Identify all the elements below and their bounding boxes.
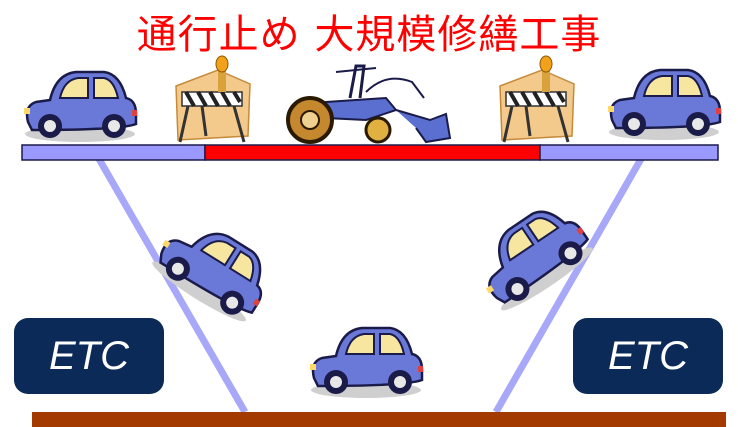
ground-road bbox=[32, 412, 726, 427]
car-icon bbox=[606, 68, 723, 142]
car-icon bbox=[464, 194, 600, 319]
title: 通行止め 大規模修繕工事 bbox=[136, 12, 602, 58]
bridge-right-segment bbox=[539, 144, 719, 161]
car-icon bbox=[308, 326, 425, 400]
ramp-left bbox=[91, 150, 249, 414]
bridge-closed-segment bbox=[204, 144, 541, 161]
barricade-icon bbox=[498, 54, 576, 144]
tractor-icon bbox=[286, 64, 452, 144]
etc-gate-right: ETC bbox=[573, 318, 723, 394]
car-icon bbox=[146, 207, 282, 330]
etc-gate-left: ETC bbox=[14, 318, 164, 394]
barricade-icon bbox=[174, 54, 252, 144]
car-icon bbox=[22, 70, 139, 144]
ramp-right bbox=[492, 150, 649, 414]
bridge-left-segment bbox=[21, 144, 206, 161]
